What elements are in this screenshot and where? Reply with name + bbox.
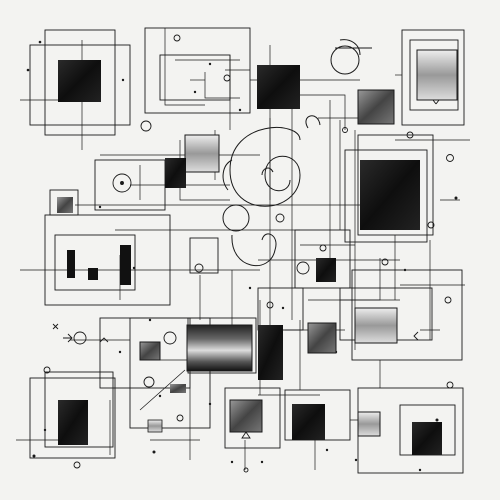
shaded-squares <box>57 49 458 455</box>
small-circles <box>43 34 454 473</box>
frame-outlines <box>29 27 465 474</box>
small-marks <box>52 99 440 439</box>
dots <box>26 40 458 472</box>
curve-shapes <box>222 39 372 266</box>
